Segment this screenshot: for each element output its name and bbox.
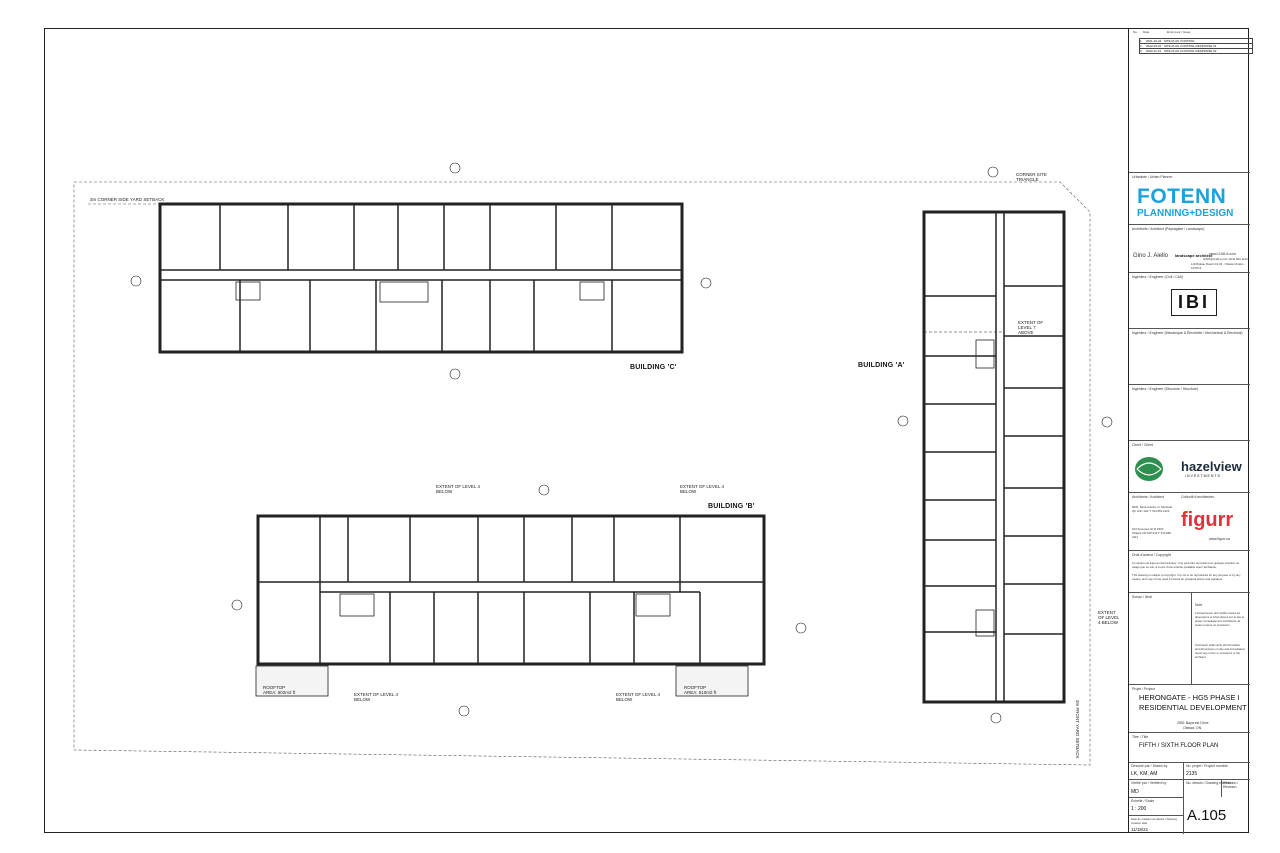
seal-section: Sceau / Seal Note L'entrepreneur doit vé… [1129,592,1250,685]
building-a-plan [922,210,1066,704]
sheet-title-section: Titre / Title FIFTH / SIXTH FLOOR PLAN [1129,732,1250,762]
hazelview-leaf-icon [1135,457,1163,481]
project-title-2: RESIDENTIAL DEVELOPMENT [1139,703,1247,712]
building-a-label: BUILDING 'A' [858,362,905,369]
civil-section: Ingénieur / Engineer (Civil / Civil) IBI [1129,272,1250,328]
rooftop-area-2: ROOFTOP AREA: 510m2 ft [684,685,717,695]
rev-header-no: No. [1133,30,1138,34]
extent-level4-a-note: EXTENT OF LEVEL 4 BELOW [1098,610,1120,625]
extent-level4-b2-note: EXTENT OF LEVEL 4 BELOW [680,484,725,494]
project-section: Projet / Project HERONGATE - HG5 PHASE I… [1129,684,1250,732]
architect-section: Architecte / Architect Collectif d'archi… [1129,492,1250,578]
extent-level4-b3-note: EXTENT OF LEVEL 4 BELOW [354,692,399,702]
structural-section: Ingénieur / Engineer (Structure / Struct… [1129,384,1250,440]
client-section: Client / Client hazelview INVESTMENTS [1129,440,1250,492]
fotenn-subtitle: PLANNING+DESIGN [1137,208,1234,219]
fotenn-logo: FOTENN [1137,185,1227,208]
copyright-section: Droit d'auteur / Copyright Ce dessin est… [1129,550,1250,592]
extent-level7-note: EXTENT OF LEVEL 7 ABOVE [1018,320,1044,335]
sheet-border [44,28,1249,833]
sheet-title: FIFTH / SIXTH FLOOR PLAN [1139,743,1219,749]
building-b-plan [255,514,766,697]
setback-note-c: 3m CORNER SIDE YARD SETBACK [90,197,165,202]
building-c-label: BUILDING 'C' [630,364,677,371]
rooftop-area-1: ROOFTOP AREA: 502m2 ft [263,685,296,695]
extent-level4-b1-note: EXTENT OF LEVEL 4 BELOW [436,484,481,494]
building-c-plan [158,202,684,354]
landscape-section: Architecte / Architect (Paysagiste / Lan… [1129,224,1250,272]
corner-triangle-note: CORNER SITE TRIANGLE [1016,172,1047,182]
checked-by: MD [1131,789,1139,795]
landscape-architect-name: Gino J. Aiello [1133,253,1169,259]
rev-header-date: Date [1143,30,1150,34]
planner-section: Urbaniste / Urban Planner FOTENN PLANNIN… [1129,172,1250,254]
project-title-1: HERONGATE - HG5 PHASE I [1139,693,1240,702]
property-line [73,181,1091,766]
project-number: 2135 [1186,771,1198,777]
figurr-logo: figurr [1181,509,1234,531]
drawing-info: Dessiné par / Drawn by LK, KM, AM No. pr… [1129,762,1250,834]
front-setback-note: 3m FRONT YARD SETBACK [1075,700,1080,759]
mechanical-section: Ingénieur / Engineer (Mécanique & Électr… [1129,328,1250,384]
rev-header-desc: Émis pour / Issue [1167,30,1191,34]
hazelview-logo: hazelview [1181,459,1242,474]
sheet-number: A.105 [1187,807,1227,824]
scale-value: 1 : 200 [1131,806,1147,812]
ibi-logo: IBI [1171,289,1218,316]
building-b-label: BUILDING 'B' [708,503,755,510]
extent-level4-b4-note: EXTENT OF LEVEL 4 BELOW [616,692,661,702]
drawn-by: LK, KM, AM [1131,771,1158,777]
creation-date: 11/18/21 [1131,827,1149,832]
